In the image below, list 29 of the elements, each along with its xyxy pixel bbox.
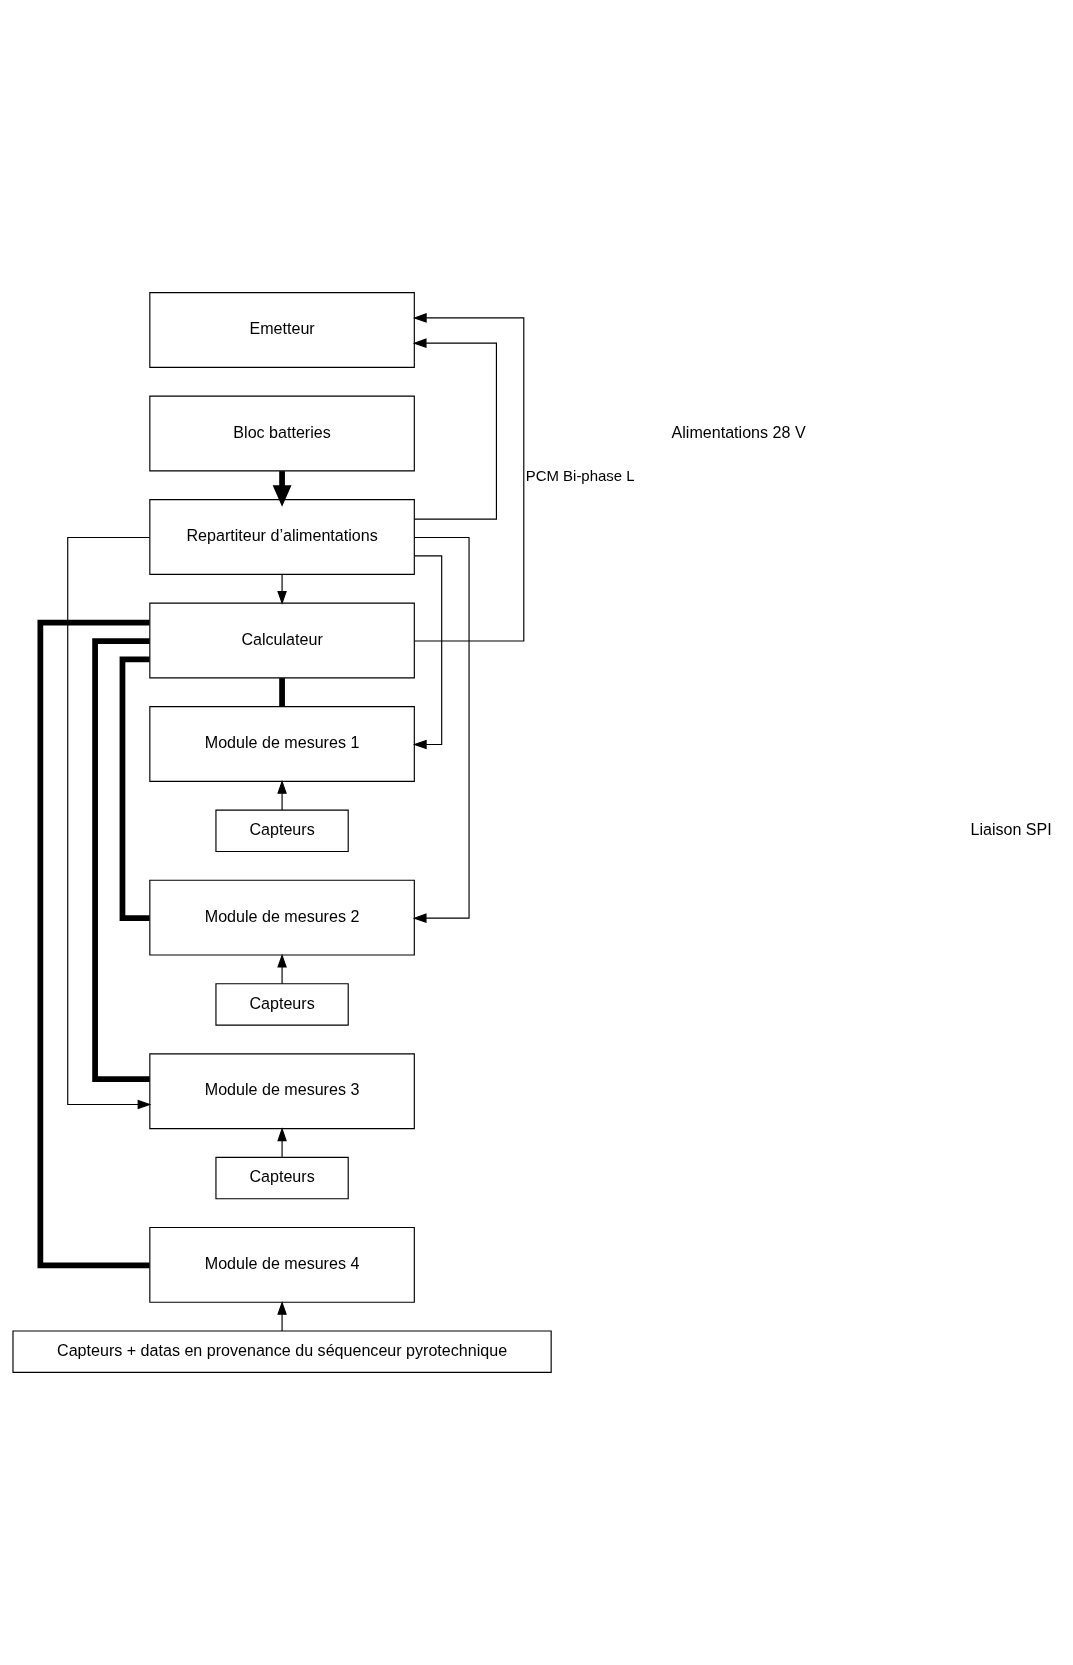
node-box: Module de mesures 4: [149, 1226, 415, 1303]
node-box: Capteurs + datas en provenance du séquenceur pyrotechnique: [12, 1330, 552, 1373]
node-box: Repartiteur d’alimentations: [149, 499, 415, 575]
arrow: [277, 1127, 287, 1158]
node-box: Bloc batteries: [149, 395, 415, 472]
arrow: [412, 338, 497, 520]
arrow: [277, 780, 287, 811]
arrow: [412, 536, 470, 923]
edge-label: PCM Bi-phase L: [525, 467, 635, 485]
label: Liaison SPI: [970, 820, 1052, 839]
arrow: [277, 953, 287, 985]
node-box: Capteurs: [215, 983, 349, 1026]
node-box: Module de mesures 2: [149, 879, 415, 956]
node-box: Calculateur: [149, 602, 415, 679]
arrow: [412, 555, 443, 750]
connector: [37, 619, 150, 1269]
arrow: [412, 313, 525, 642]
connector: [119, 656, 150, 922]
node-box: Capteurs: [215, 809, 349, 853]
node-box: Capteurs: [215, 1156, 349, 1200]
connector: [92, 638, 150, 1083]
arrow: [67, 536, 152, 1110]
connector: [279, 678, 285, 707]
node-box: Emetteur: [149, 292, 415, 368]
node-box: Module de mesures 3: [149, 1053, 415, 1130]
node-box: Module de mesures 1: [149, 706, 415, 782]
arrow: [277, 574, 287, 605]
label: Alimentations 28 V: [671, 422, 806, 441]
arrow: [277, 1300, 287, 1332]
